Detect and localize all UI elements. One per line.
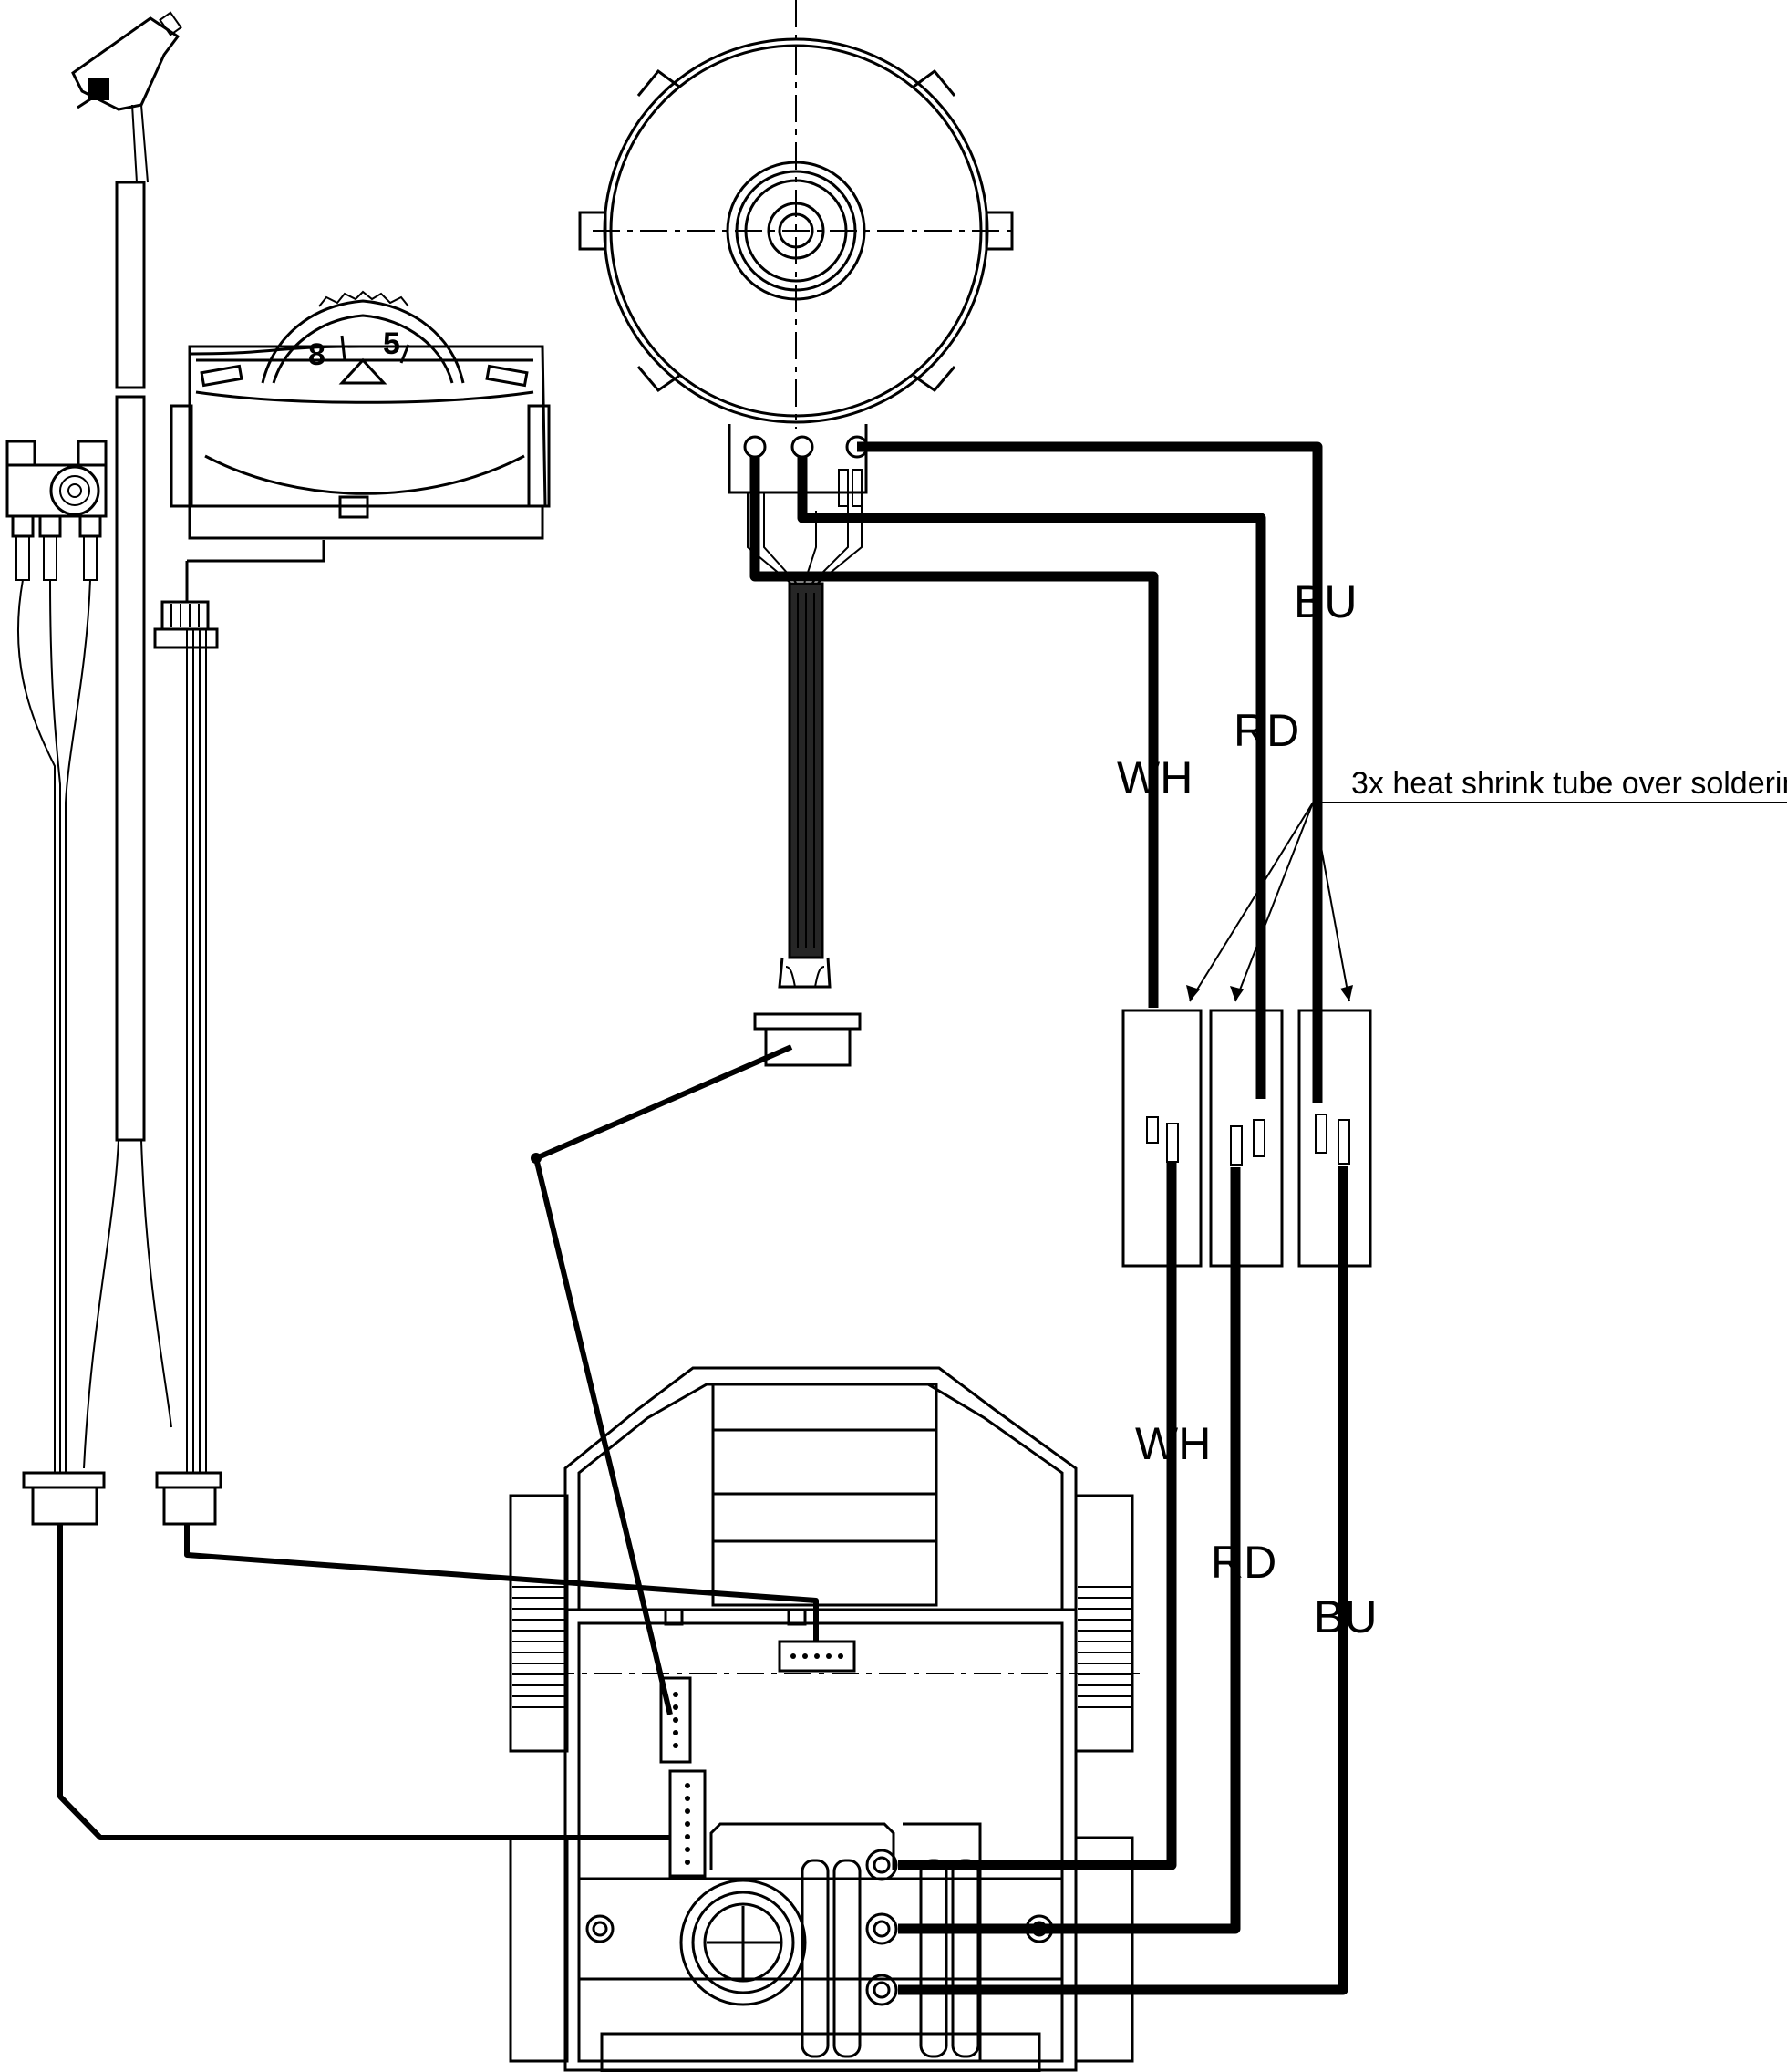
annotation-leaders <box>1186 802 1787 1002</box>
wire-bu-lower-path <box>898 1166 1348 1995</box>
connector-upper <box>153 540 325 649</box>
wire-wh-lower-path <box>898 1163 1177 1870</box>
dial-digit-left: 8 <box>308 337 325 372</box>
label-wh-upper: WH <box>1117 752 1193 803</box>
label-rd-upper: RD <box>1234 705 1299 756</box>
wire-rd-lower-path <box>898 1167 1241 1934</box>
motor-icon <box>578 0 1014 507</box>
annotation-note: 3x heat shrink tube over soldering <box>1351 766 1787 801</box>
wire-panel-to-board <box>184 1524 819 1642</box>
wire-bu-upper-path <box>857 441 1323 1103</box>
control-unit-icon <box>509 1366 1140 2072</box>
connector-right-lower <box>155 629 222 1526</box>
control-panel-icon: 8 5 <box>170 290 551 540</box>
label-wh-lower: WH <box>1135 1418 1211 1469</box>
sensor-icon <box>71 11 182 1142</box>
wire-motor-to-board <box>533 1044 793 1715</box>
label-rd-lower: RD <box>1211 1537 1276 1588</box>
label-bu-lower: BU <box>1314 1591 1377 1642</box>
switch-icon <box>5 440 172 1473</box>
connector-left-lower <box>22 1471 106 1526</box>
wire-rd-upper-path <box>797 456 1266 1099</box>
heat-shrink-tube-icon <box>1121 1009 1372 1268</box>
dial-digit-right: 5 <box>383 326 400 361</box>
label-bu-upper: BU <box>1294 576 1357 627</box>
wire-sensor-to-board <box>57 1524 670 1840</box>
wire-wh-upper-path <box>749 456 1159 1008</box>
